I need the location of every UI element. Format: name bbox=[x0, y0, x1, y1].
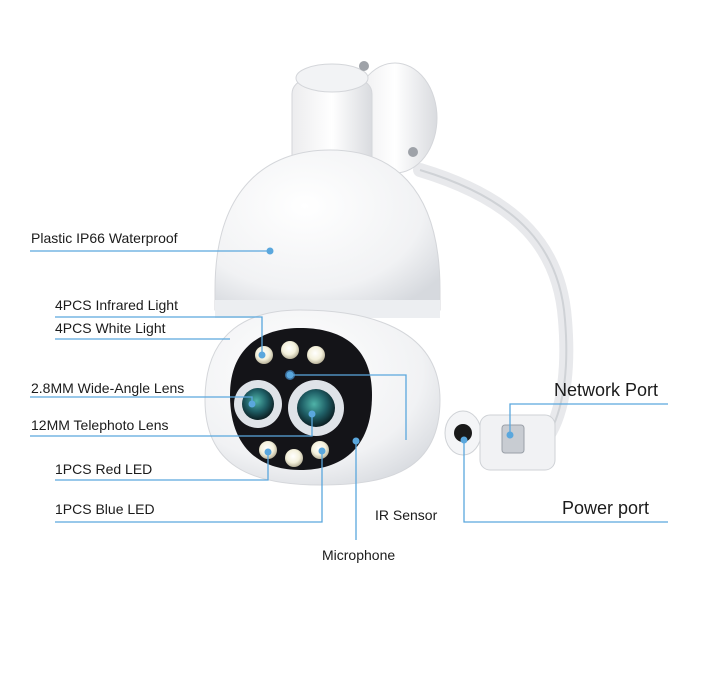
label-plastic-housing: Plastic IP66 Waterproof bbox=[31, 230, 178, 246]
callout-red-led bbox=[55, 452, 269, 481]
led-top-right bbox=[307, 346, 325, 364]
camera-face bbox=[230, 328, 372, 470]
callout-infrared bbox=[55, 316, 263, 355]
label-blue-led: 1PCS Blue LED bbox=[55, 501, 155, 517]
callout-ir-sensor bbox=[290, 374, 407, 440]
cable-connector bbox=[444, 410, 556, 471]
led-top-center bbox=[281, 341, 299, 359]
callout-lines bbox=[30, 250, 668, 540]
callout-network bbox=[509, 403, 668, 435]
cable bbox=[413, 163, 574, 447]
led-bottom-center bbox=[285, 449, 303, 467]
callout-power bbox=[463, 440, 668, 523]
label-infrared-light: 4PCS Infrared Light bbox=[55, 297, 178, 313]
callout-tele-lens bbox=[30, 414, 313, 437]
label-network-port: Network Port bbox=[554, 380, 659, 400]
label-wide-angle-lens: 2.8MM Wide-Angle Lens bbox=[31, 380, 185, 396]
label-power-port: Power port bbox=[562, 498, 650, 518]
label-microphone: Microphone bbox=[322, 547, 396, 563]
label-telephoto-lens: 12MM Telephoto Lens bbox=[31, 417, 169, 433]
label-white-light: 4PCS White Light bbox=[55, 320, 166, 336]
label-ir-sensor: IR Sensor bbox=[375, 507, 438, 523]
callout-dots bbox=[248, 247, 514, 456]
label-red-led: 1PCS Red LED bbox=[55, 461, 153, 477]
callout-blue-led bbox=[55, 451, 323, 523]
